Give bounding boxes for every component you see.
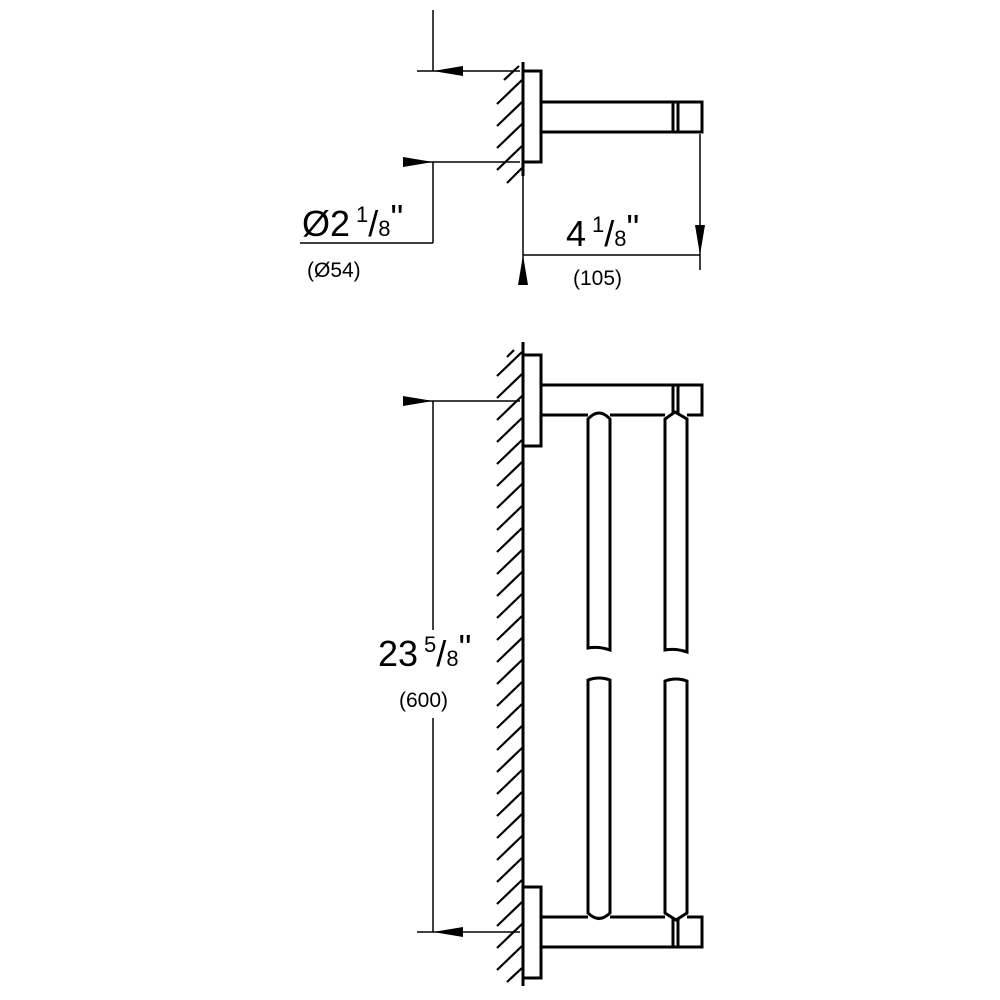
flange-upper — [521, 353, 543, 448]
length-metric-label: (600) — [399, 689, 448, 712]
towel-bar-outer — [663, 410, 689, 922]
flange-top — [521, 69, 543, 164]
flange-lower — [521, 885, 543, 980]
towel-bar-inner — [586, 411, 612, 920]
diameter-metric-label: (Ø54) — [307, 259, 361, 282]
bracket-arm-lower — [541, 915, 704, 949]
wall-hatch-top — [496, 65, 523, 184]
bracket-arm-upper — [541, 383, 704, 417]
projection-metric-label: (105) — [573, 267, 622, 290]
rod-top — [539, 100, 704, 134]
wall-hatch-front — [496, 349, 523, 983]
